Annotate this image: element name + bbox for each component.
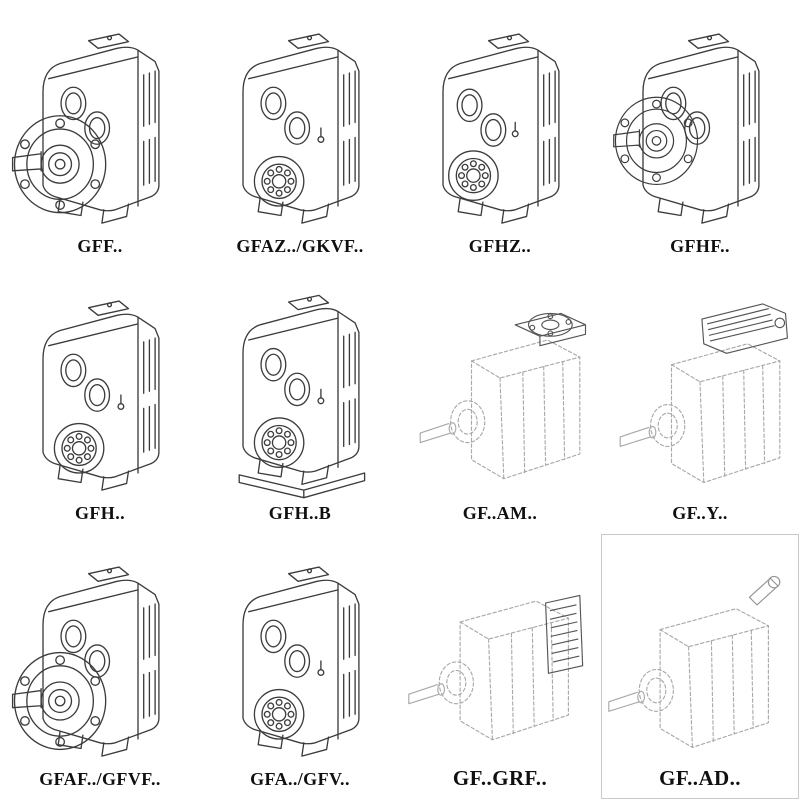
catalog-cell-gff: GFF.. [0, 0, 200, 267]
model-label-gff: GFF.. [77, 235, 123, 256]
catalog-cell-gf-ad: GF..AD.. [600, 533, 800, 800]
gearbox-drawing-gfhf [613, 33, 760, 224]
catalog-cell-gf-am: GF..AM.. [400, 267, 600, 534]
model-label-gf-ad: GF..AD.. [659, 765, 741, 790]
gearbox-drawing-gf-ad [608, 575, 781, 748]
model-label-gf-grf: GF..GRF.. [452, 765, 548, 790]
catalog-cell-gfhz: GFHZ.. [400, 0, 600, 267]
gearbox-drawing-gf-y [619, 302, 788, 483]
model-label-gfh-b: GFH..B [268, 502, 332, 523]
gearbox-drawing-gfhz [442, 33, 560, 224]
model-label-gfh: GFH.. [75, 502, 125, 523]
gearbox-drawing-gfa-gfv [242, 566, 360, 757]
catalog-cell-gfh-b: GFH..B [200, 267, 400, 534]
catalog-cell-gfaf-gfvf: GFAF../GFVF.. [0, 533, 200, 800]
catalog-cell-gf-grf: GF..GRF.. [400, 533, 600, 800]
catalog-cell-gfaz-gkvf: GFAZ../GKVF.. [200, 0, 400, 267]
gearbox-drawing-gfaz-gkvf [242, 33, 360, 224]
gearbox-drawing-gfaf-gfvf [11, 566, 160, 757]
gearbox-drawing-gf-am [419, 312, 587, 479]
catalog-cell-gfhf: GFHF.. [600, 0, 800, 267]
gearbox-drawing-gfh [42, 299, 160, 491]
gearbox-drawing-gf-grf [408, 594, 584, 741]
model-label-gf-y: GF..Y.. [672, 502, 728, 523]
model-label-gfhz: GFHZ.. [468, 235, 532, 256]
model-label-gfa-gfv: GFA../GFV.. [250, 769, 350, 790]
gearbox-drawing-gff [11, 33, 160, 224]
catalog-cell-gf-y: GF..Y.. [600, 267, 800, 534]
catalog-cell-gfa-gfv: GFA../GFV.. [200, 533, 400, 800]
model-label-gfhf: GFHF.. [670, 235, 730, 256]
catalog-cell-gfh: GFH.. [0, 267, 200, 534]
gearbox-drawing-gfh-b [238, 294, 366, 498]
model-label-gfaz-gkvf: GFAZ../GKVF.. [236, 235, 364, 256]
model-label-gf-am: GF..AM.. [462, 502, 538, 523]
model-label-gfaf-gfvf: GFAF../GFVF.. [39, 769, 161, 790]
